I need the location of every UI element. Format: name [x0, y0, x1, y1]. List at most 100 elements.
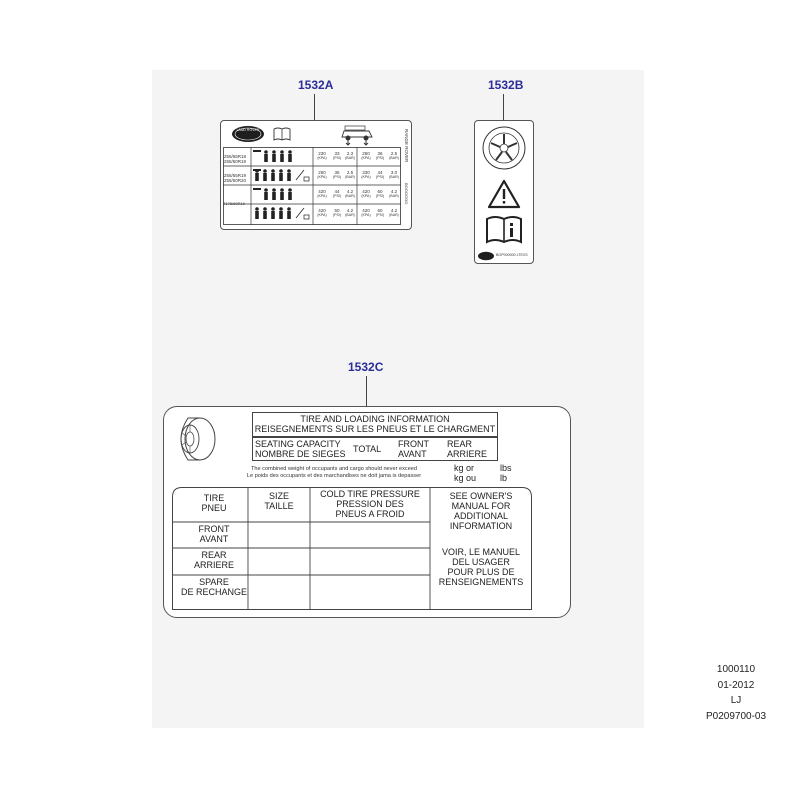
- total-label: TOTAL: [353, 444, 382, 454]
- pressure-cell: 2.5(BAR): [343, 170, 357, 180]
- combined-weight-text: The combined weight of occupants and car…: [204, 466, 464, 480]
- pressure-value: 2.5: [346, 170, 354, 175]
- row-spare: SPARE DE RECHANGE: [172, 577, 256, 597]
- rear-fr: ARRIERE: [447, 449, 488, 459]
- pressure-cell: 330(KPA): [359, 170, 373, 180]
- label-b-code: BOP000000 LTEXS: [496, 253, 528, 257]
- col-tire: TIRE PNEU: [172, 493, 256, 513]
- row-front-en: FRONT: [198, 524, 230, 534]
- front-label: FRONT AVANT: [398, 439, 429, 459]
- pressure-cell: 420(KPA): [315, 189, 329, 199]
- title-fr: REISEGNEMENTS SUR LES PNEUS ET LE CHARGM…: [254, 424, 496, 434]
- pressure-unit: (PSI): [332, 175, 342, 179]
- pressure-cell: 50(PSI): [330, 208, 344, 218]
- pressure-value: 250: [362, 151, 370, 156]
- pressure-cell: 44(PSI): [330, 189, 344, 199]
- pressure-cell: 33(PSI): [330, 151, 344, 161]
- pressure-unit: (PSI): [375, 213, 385, 217]
- pressure-unit: (PSI): [332, 156, 342, 160]
- pressure-cell: 3.0(BAR): [387, 170, 401, 180]
- pressure-cell: 420(KPA): [359, 208, 373, 218]
- col-tire-en: TIRE: [203, 493, 225, 503]
- pressure-value: 230: [318, 151, 326, 156]
- pressure-unit: (BAR): [389, 156, 399, 160]
- row2-size: 255/55R19 255/50R20: [224, 173, 246, 183]
- col-tire-fr: PNEU: [201, 503, 227, 513]
- pressure-cell: 4.2(BAR): [387, 208, 401, 218]
- pressure-cell: 4.2(BAR): [387, 189, 401, 199]
- pressure-value: 250: [318, 170, 326, 175]
- pressure-cell: 250(KPA): [315, 170, 329, 180]
- row1-size: 255/55R18 255/50R19: [224, 154, 246, 164]
- row-front-fr: AVANT: [199, 534, 229, 544]
- leader-line-c: [366, 376, 367, 406]
- manual-fr-2: DEL USAGER: [452, 557, 510, 567]
- row-rear-en: REAR: [201, 550, 227, 560]
- pressure-cell: 2.3(BAR): [343, 151, 357, 161]
- lbs: lbs: [500, 463, 512, 473]
- row1-size1: 255/55R18: [224, 154, 247, 159]
- seating-capacity-label: SEATING CAPACITY NOMBRE DE SIEGES: [255, 439, 346, 459]
- col-cold-pressure: COLD TIRE PRESSURE PRESSION DES PNEUS A …: [310, 489, 430, 519]
- revision-initials: LJ: [730, 695, 742, 706]
- col-size-fr: TAILLE: [264, 501, 294, 511]
- pressure-unit: (KPA): [317, 175, 327, 179]
- kg-or: kg or: [454, 463, 475, 473]
- lb-labels: lbs lb: [500, 463, 512, 483]
- vehicle-icon: [341, 125, 373, 146]
- combined-weight-fr: Le poids des occupants et des marchandis…: [246, 473, 422, 479]
- row1-size2: 255/50R19: [224, 159, 247, 164]
- pressure-value: 36: [334, 170, 340, 175]
- pressure-unit: (PSI): [332, 194, 342, 198]
- manual-en-3: ADDITIONAL: [453, 511, 508, 521]
- pressure-cell: 60(PSI): [373, 208, 387, 218]
- row4-size: T175/80R19: [223, 201, 246, 206]
- pressure-value: 60: [377, 189, 383, 194]
- kg-labels: kg or kg ou: [454, 463, 476, 483]
- row-rear-fr: ARRIERE: [193, 560, 234, 570]
- pressure-unit: (KPA): [361, 194, 371, 198]
- side-text-range-rover: RANGE ROVER: [404, 129, 409, 163]
- seating-en: SEATING CAPACITY: [255, 439, 341, 449]
- front-en: FRONT: [398, 439, 429, 449]
- row-spare-fr: DE RECHANGE: [180, 587, 247, 597]
- col-cold-2: PRESSION DES: [336, 499, 404, 509]
- warning-label-1532b: BOP000000 LTEXS: [474, 120, 534, 264]
- pressure-cell: 250(KPA): [359, 151, 373, 161]
- pressure-unit: (BAR): [345, 175, 355, 179]
- pressure-value: 420: [362, 208, 370, 213]
- pressure-cell: 44(PSI): [373, 170, 387, 180]
- revision-number: 1000110: [716, 664, 756, 675]
- pressure-value: 420: [362, 189, 370, 194]
- seating-box: SEATING CAPACITY NOMBRE DE SIEGES TOTAL …: [252, 437, 498, 461]
- manual-en-1: SEE OWNER'S: [449, 491, 513, 501]
- pressure-unit: (KPA): [317, 156, 327, 160]
- row2-size2: 255/50R20: [224, 178, 247, 183]
- pressure-value: 4.2: [346, 208, 354, 213]
- revision-code: P0209700-03: [705, 710, 767, 722]
- pressure-value: 2.5: [390, 151, 398, 156]
- pressure-value: 60: [377, 208, 383, 213]
- info-book-icon: [486, 216, 522, 244]
- front-fr: AVANT: [398, 449, 427, 459]
- pressure-unit: (BAR): [389, 194, 399, 198]
- manual-en-4: INFORMATION: [449, 521, 513, 531]
- manual-fr-3: POUR PLUS DE: [447, 567, 515, 577]
- row2-size1: 255/55R19: [224, 173, 247, 178]
- logo-text: LAND ROVER: [236, 128, 260, 132]
- pressure-value: 33: [334, 151, 340, 156]
- pressure-unit: (BAR): [345, 156, 355, 160]
- pressure-unit: (BAR): [345, 213, 355, 217]
- pressure-cell: 36(PSI): [330, 170, 344, 180]
- leader-line-b: [503, 94, 504, 120]
- pressure-value: 4.2: [346, 189, 354, 194]
- callout-1532a: 1532A: [298, 78, 334, 92]
- row-front: FRONT AVANT: [172, 524, 256, 544]
- side-code: BOOOOOO: [404, 183, 409, 205]
- revision-date: 01-2012: [717, 679, 755, 691]
- tire-table-grid: [172, 487, 532, 610]
- pressure-cell: 2.5(BAR): [387, 151, 401, 161]
- kg-ou: kg ou: [454, 473, 477, 483]
- title-en: TIRE AND LOADING INFORMATION: [300, 414, 450, 424]
- pressure-value: 44: [377, 170, 383, 175]
